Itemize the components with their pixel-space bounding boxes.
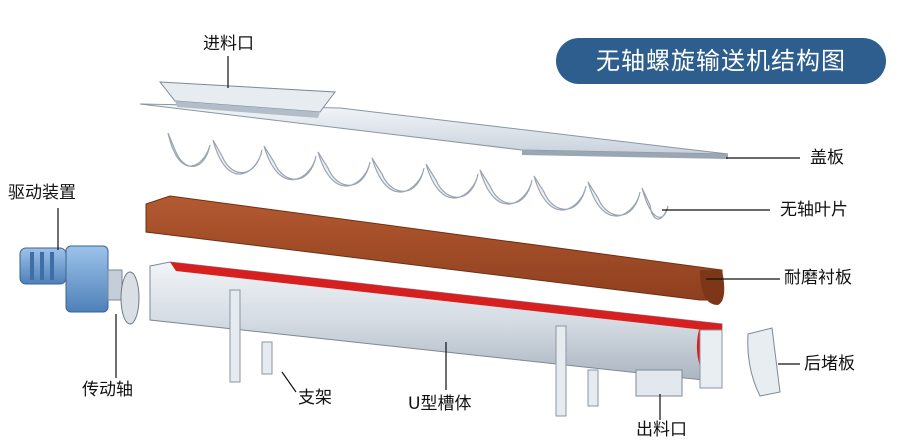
label-end-plate: 后堵板 [804, 354, 855, 374]
label-blade: 无轴叶片 [780, 200, 848, 220]
leader-lines [57, 56, 800, 420]
shaftless-spiral-blade [167, 132, 669, 220]
label-trough: U型槽体 [408, 394, 472, 414]
label-outlet: 出料口 [636, 420, 687, 440]
label-cover: 盖板 [810, 148, 844, 168]
label-inlet: 进料口 [203, 34, 254, 54]
label-shaft: 传动轴 [82, 380, 133, 400]
drive-unit [19, 245, 123, 313]
label-support: 支架 [298, 388, 332, 408]
inlet-hopper [158, 81, 336, 118]
label-liner: 耐磨衬板 [784, 268, 852, 288]
label-drive: 驱动装置 [8, 183, 76, 203]
u-trough [149, 261, 723, 389]
cover-plate [139, 103, 729, 159]
diagram-title: 无轴螺旋输送机结构图 [556, 38, 886, 84]
outlet [635, 369, 683, 397]
supports [229, 289, 599, 417]
end-plate [747, 327, 781, 397]
drive-shaft [120, 271, 140, 325]
